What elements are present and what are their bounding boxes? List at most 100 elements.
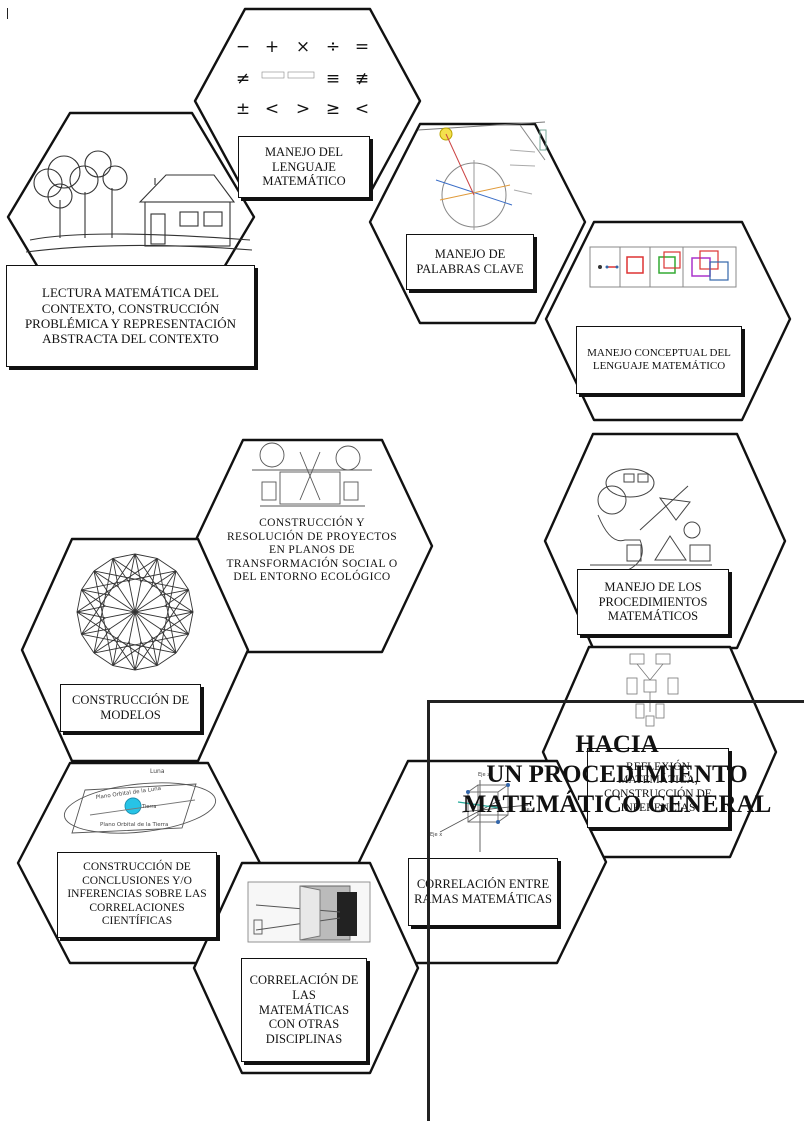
polyhedron-edge: [112, 665, 136, 671]
polyhedron-edge: [164, 605, 194, 613]
math-operators-icon: − + × ÷ = ≠ ≡ ≢ ± < > ≥ <: [236, 37, 369, 119]
polyhedron-edge: [175, 570, 189, 591]
operator-equivalent: ≡: [326, 69, 340, 89]
polyhedron-edge: [164, 589, 189, 607]
polyhedron-spoke: [134, 586, 153, 613]
machine-drawing-icon: [252, 442, 372, 507]
ecliptic-earth-label: Tierra: [141, 804, 156, 810]
operator-plus: +: [265, 37, 279, 57]
polyhedron-edge: [134, 553, 158, 559]
polyhedron-edge: [128, 641, 136, 671]
polyhedron-spoke: [134, 611, 165, 619]
label-ramas: CORRELACIÓN ENTRE RAMAS MATEMÁTICAS: [408, 858, 558, 926]
polyhedron-edge: [134, 641, 142, 671]
text-cursor: [7, 8, 8, 19]
label-proyectos: CONSTRUCCIÓN Y RESOLUCIÓN DE PROYECTOS E…: [226, 517, 398, 584]
polyhedron-edge: [76, 589, 82, 613]
polyhedron-edge: [93, 558, 114, 572]
polyhedron-chord: [134, 553, 189, 635]
polyhedron-edge: [76, 611, 106, 619]
label-conceptual: MANEJO CONCEPTUAL DEL LENGUAJE MATEMÁTIC…: [576, 326, 742, 394]
operator-greater-equal: ≥: [326, 99, 340, 119]
polyhedron-edge: [81, 570, 95, 591]
polyhedron-edge: [112, 636, 119, 666]
polyhedron-edge: [112, 641, 130, 666]
label-conclusiones: CONSTRUCCIÓN DE CONCLUSIONES Y/O INFEREN…: [57, 852, 217, 938]
label-reflexion: REFLEXIÓN MATEMÁTICA, CONSTRUCCIÓN DE IN…: [587, 748, 729, 828]
operator-less-than: <: [265, 99, 279, 119]
polyhedron-spoke: [134, 605, 165, 613]
title-line-3: MATEMÁTICO GENERAL: [462, 791, 772, 818]
operator-times: ×: [296, 37, 310, 57]
operator-equals: =: [355, 37, 369, 57]
polyhedron-edge: [140, 641, 158, 666]
operator-divide: ÷: [326, 37, 340, 57]
label-lectura: LECTURA MATEMÁTICA DEL CONTEXTO, CONSTRU…: [6, 265, 255, 367]
polyhedron-spoke: [128, 582, 136, 613]
polyhedron-edge: [188, 589, 194, 613]
polyhedron-spoke: [105, 605, 136, 613]
polyhedron-edge: [93, 570, 111, 596]
polyhedron-edge: [134, 665, 158, 671]
operator-less-than-2: <: [355, 99, 369, 119]
polyhedron-edge: [81, 617, 106, 635]
camera-obscura-icon: [247, 881, 371, 943]
astronomy-diagram-icon: [417, 121, 547, 230]
polyhedron-edge: [156, 558, 177, 572]
polyhedron-spoke: [109, 611, 136, 630]
ecliptic-moon-label: Luna: [150, 768, 165, 775]
hexagon-palabras: [368, 122, 587, 325]
operator-not-equal: ≠: [236, 69, 250, 89]
title-panel: HACIA UN PROCEDIMIENTO MATEMÁTICO GENERA…: [427, 700, 804, 1121]
polyhedron-edge: [175, 633, 189, 654]
cube-progression-icon: [589, 246, 737, 288]
polyhedron-spoke: [134, 611, 153, 638]
polyhedron-edge: [81, 589, 111, 596]
polyhedron-edge: [151, 636, 158, 666]
polyhedron-edge: [159, 628, 177, 654]
label-modelos: CONSTRUCCIÓN DE MODELOS: [60, 684, 201, 732]
title-line-2: UN PROCEDIMIENTO: [486, 761, 748, 788]
operator-not-equivalent: ≢: [355, 69, 369, 89]
label-procedimientos: MANEJO DE LOS PROCEDIMIENTOS MATEMÁTICOS: [577, 569, 729, 635]
polyhedron-spoke: [134, 594, 161, 613]
polyhedron-edge: [159, 570, 177, 596]
polyhedron-edge: [76, 605, 106, 613]
polyhedron-edge: [156, 652, 177, 666]
polyhedron-edge: [81, 628, 111, 635]
polyhedron-edge: [93, 570, 119, 588]
axis-x-label: Eje x: [430, 832, 442, 838]
polyhedron-spoke: [134, 611, 142, 642]
polyhedron-edge: [134, 553, 142, 583]
polyhedron-edge: [93, 636, 119, 654]
polyhedron-edge: [81, 633, 95, 654]
polyhedron-edge: [112, 558, 119, 588]
polyhedron-chord: [156, 558, 177, 654]
polyhedron-edge: [151, 558, 158, 588]
label-disciplinas: CORRELACIÓN DE LAS MATEMÁTICAS CON OTRAS…: [241, 958, 367, 1062]
house-trees-icon: [25, 150, 253, 253]
operator-plus-minus: ±: [236, 99, 250, 119]
axis-y-label: Eje y: [522, 807, 534, 813]
polyhedron-spoke: [117, 586, 136, 613]
polyhedron-edge: [188, 611, 194, 635]
polyhedron-edge: [128, 553, 136, 583]
polyhedron-spoke: [105, 611, 136, 619]
title-border: [427, 700, 804, 1121]
polyhedron-edge: [81, 589, 106, 607]
polyhedron-edge: [112, 558, 130, 583]
axis-z-label: Eje z: [478, 772, 490, 778]
polyhedron-spoke: [128, 611, 136, 642]
polyhedron-spoke: [117, 611, 136, 638]
polyhedron-edge: [93, 628, 111, 654]
main-title: HACIA UN PROCEDIMIENTO MATEMÁTICO GENERA…: [437, 730, 797, 820]
operator-minus: −: [236, 37, 250, 57]
operator-greater-than: >: [296, 99, 310, 119]
polyhedron-chord: [156, 570, 177, 666]
ecliptic-earth-plane-label: Plano Orbital de la Tierra: [100, 822, 168, 828]
polyhedron-edge: [151, 570, 177, 588]
polyhedron-spoke: [109, 594, 136, 613]
3d-axes-cube-icon: Eje z Eje y Eje x: [430, 772, 534, 852]
polyhedron-edge: [140, 558, 158, 583]
label-palabras: MANEJO DE PALABRAS CLAVE: [406, 234, 534, 290]
